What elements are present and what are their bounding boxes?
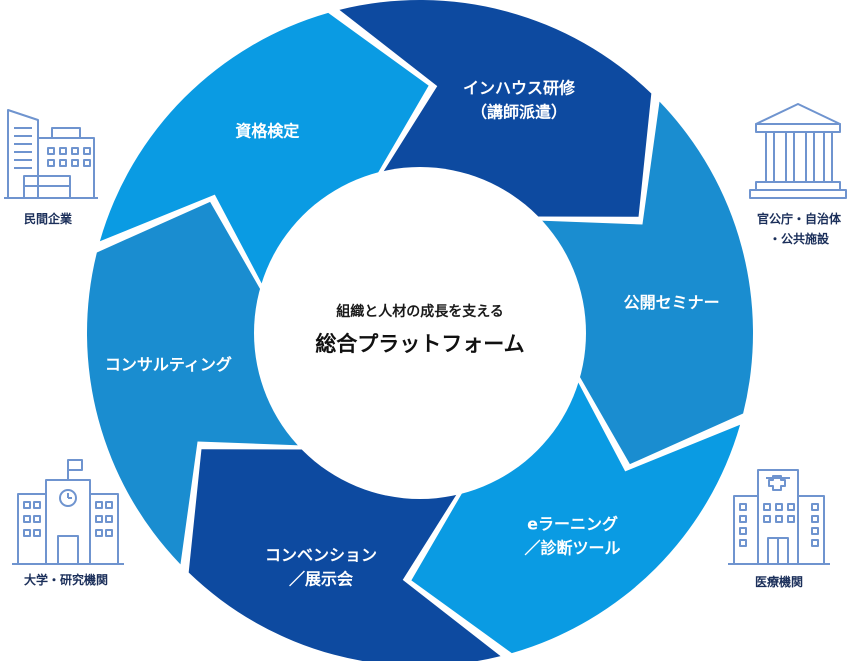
hospital-icon (728, 469, 830, 565)
segment-label-inhouse-0: インハウス研修 (463, 79, 576, 98)
side-label-university: 大学・研究機関 (24, 572, 108, 587)
side-label-government-2: ・公共施設 (769, 231, 830, 246)
ring-segment-elearning (411, 377, 741, 654)
segment-label-seminar-0: 公開セミナー (624, 293, 720, 312)
segment-label-elearning-1: ／診断ツール (525, 538, 621, 557)
segment-label-consulting-0: コンサルティング (105, 355, 232, 374)
center-circle (254, 167, 586, 499)
side-label-medical: 医療機関 (755, 574, 803, 589)
segment-labels: インハウス研修 （講師派遣） 公開セミナー eラーニング ／診断ツール コンベンション ／展… (105, 79, 720, 589)
segment-label-convention-1: ／展示会 (289, 569, 353, 588)
government-building-icon (749, 103, 847, 199)
ring-segment-convention (188, 449, 501, 661)
ring-segment-inhouse (339, 0, 652, 217)
office-building-icon (4, 109, 98, 199)
ring-segment-seminar (536, 101, 753, 465)
segment-label-exam-0: 資格検定 (235, 122, 299, 141)
ring-segments (86, 0, 753, 661)
center-title: 総合プラットフォーム (315, 332, 524, 356)
side-label-government-1: 官公庁・自治体 (757, 211, 842, 226)
ring-segment-consulting (86, 201, 304, 565)
center-subtitle: 組織と人材の成長を支える (336, 303, 504, 320)
segment-label-elearning-0: eラーニング (527, 514, 618, 533)
ring-segment-exam (99, 12, 429, 289)
side-label-companies: 民間企業 (24, 211, 73, 226)
segment-label-inhouse-1: （講師派遣） (471, 103, 567, 122)
school-icon (12, 459, 124, 565)
segment-label-convention-0: コンベンション (265, 545, 377, 564)
